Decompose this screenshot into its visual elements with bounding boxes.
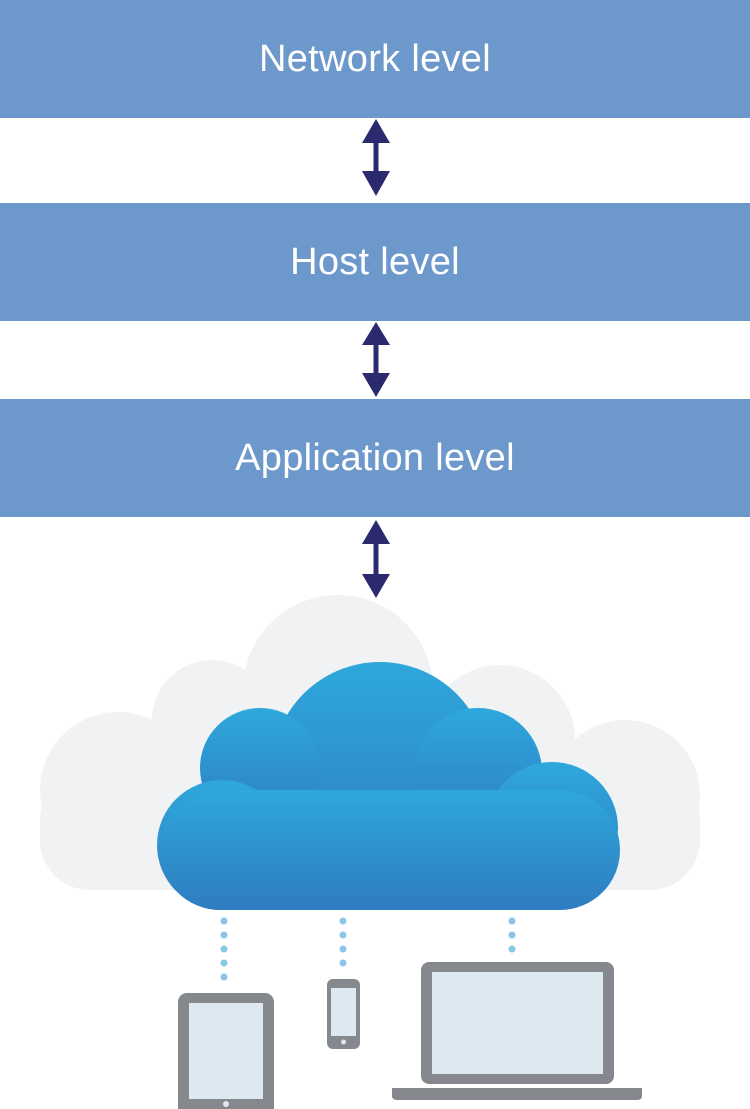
double-arrow-icon (362, 119, 390, 196)
laptop-icon (392, 962, 642, 1100)
double-arrow-icon (362, 322, 390, 397)
network-level-band: Network level (0, 0, 750, 118)
phone-icon (327, 979, 360, 1049)
network-level-label: Network level (259, 37, 491, 80)
double-arrow-icon (362, 520, 390, 598)
application-level-label: Application level (235, 436, 515, 479)
cloud-icon (157, 662, 620, 910)
application-level-band: Application level (0, 399, 750, 517)
host-level-band: Host level (0, 203, 750, 321)
connector-dots (220, 917, 516, 981)
tablet-icon (178, 993, 274, 1109)
host-level-label: Host level (290, 240, 460, 283)
